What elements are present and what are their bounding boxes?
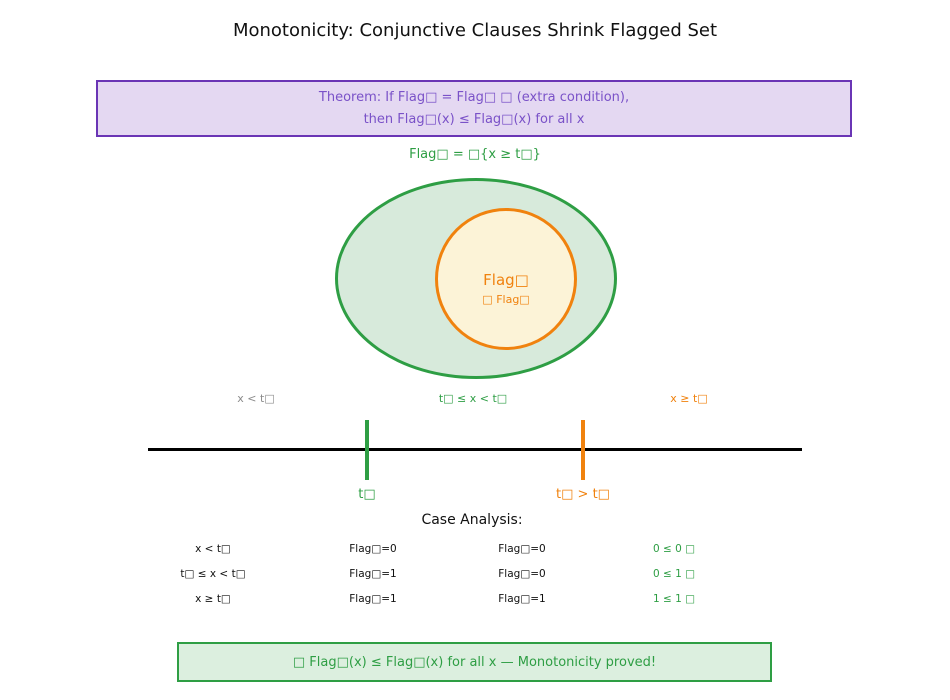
case-range-cell: t□ ≤ x < t□	[180, 568, 246, 580]
conclusion-box: □ Flag□(x) ≤ Flag□(x) for all x — Monoto…	[177, 642, 772, 682]
region-label-between-thresholds: t□ ≤ x < t□	[438, 392, 508, 405]
theorem-line-2: then Flag□(x) ≤ Flag□(x) for all x	[363, 112, 585, 127]
case-range-cell: x < t□	[195, 543, 231, 555]
case-analysis-heading: Case Analysis:	[421, 512, 523, 528]
venn-inner-label-sub: □ Flag□	[482, 293, 530, 306]
flag-a-cell: Flag□=0	[349, 543, 397, 555]
threshold-tick-a	[365, 420, 369, 480]
region-label-above-both-thresholds: x ≥ t□	[670, 392, 708, 405]
table-row: x ≥ t□ Flag□=1 Flag□=1 1 ≤ 1 □	[0, 593, 950, 607]
flag-b-cell: Flag□=0	[498, 543, 546, 555]
venn-outer-set-label: Flag□ = □{x ≥ t□}	[409, 147, 541, 162]
threshold-tick-b	[581, 420, 585, 480]
page-title: Monotonicity: Conjunctive Clauses Shrink…	[232, 20, 718, 41]
verdict-cell: 0 ≤ 1 □	[652, 568, 696, 580]
theorem-line-1: Theorem: If Flag□ = Flag□ □ (extra condi…	[318, 90, 630, 105]
verdict-cell: 0 ≤ 0 □	[652, 543, 696, 555]
flag-a-cell: Flag□=1	[349, 568, 397, 580]
flag-a-cell: Flag□=1	[349, 593, 397, 605]
flag-b-cell: Flag□=0	[498, 568, 546, 580]
flag-b-cell: Flag□=1	[498, 593, 546, 605]
threshold-label-a: t□	[358, 487, 376, 502]
theorem-box: Theorem: If Flag□ = Flag□ □ (extra condi…	[96, 80, 852, 137]
table-row: t□ ≤ x < t□ Flag□=1 Flag□=0 0 ≤ 1 □	[0, 568, 950, 582]
conclusion-text: □ Flag□(x) ≤ Flag□(x) for all x — Monoto…	[292, 654, 657, 670]
region-label-below-both-thresholds: x < t□	[237, 392, 275, 405]
verdict-cell: 1 ≤ 1 □	[652, 593, 696, 605]
case-range-cell: x ≥ t□	[195, 593, 231, 605]
threshold-label-b: t□ > t□	[556, 487, 610, 502]
venn-inner-circle	[435, 208, 577, 350]
table-row: x < t□ Flag□=0 Flag□=0 0 ≤ 0 □	[0, 543, 950, 557]
venn-inner-label-main: Flag□	[483, 271, 529, 289]
number-line	[148, 448, 802, 451]
